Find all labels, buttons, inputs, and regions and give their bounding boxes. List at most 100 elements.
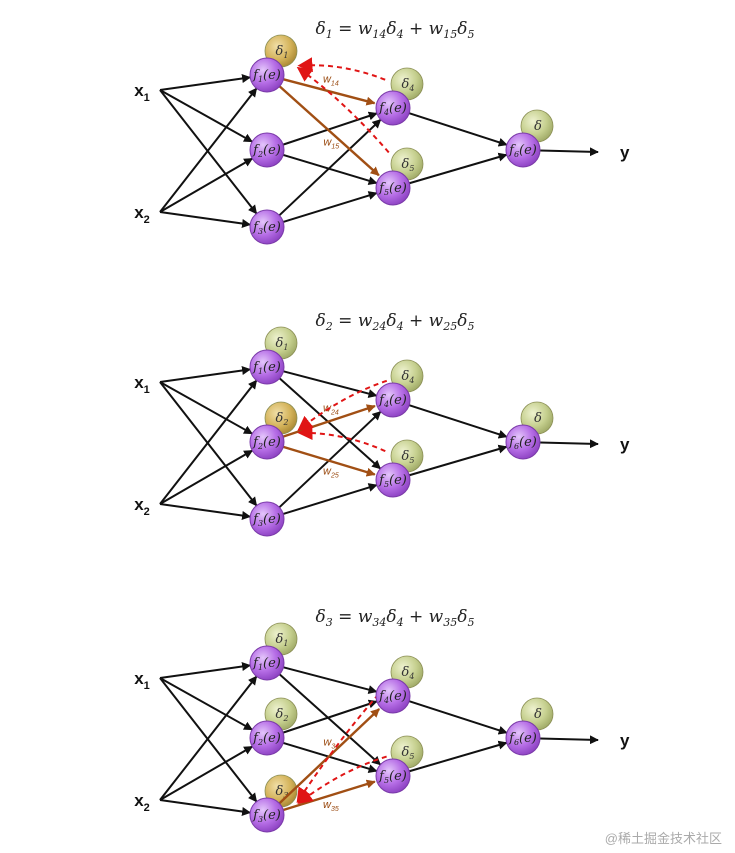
- neuron-n6: [505, 132, 541, 168]
- backprop-arrow-n5: [297, 755, 387, 805]
- neuron-n3: [249, 501, 285, 537]
- delta-label-n1: δ1: [276, 632, 289, 648]
- input-label-x1: x1: [134, 81, 150, 104]
- input-label-x2: x2: [134, 203, 150, 226]
- edge-x1-n1: [159, 366, 252, 383]
- neuron-n1: [249, 57, 285, 93]
- neuron-n5: [375, 758, 411, 794]
- edge-n3-n5: [282, 191, 378, 223]
- neuron-n2: [249, 132, 285, 168]
- edge-x1-n1: [159, 74, 252, 91]
- neuron-label-n6: f6(e): [508, 143, 537, 159]
- backprop-arrow-n4: [296, 680, 392, 804]
- neuron-n2: [249, 424, 285, 460]
- output-label: y: [620, 143, 630, 162]
- edge-x2-n2: [159, 745, 254, 801]
- edge-n4-n6: [408, 112, 508, 147]
- edge-n2-n4: [282, 111, 378, 146]
- neuron-n1: [249, 645, 285, 681]
- edge-x1-n2: [159, 677, 253, 731]
- neuron-n5: [375, 170, 411, 206]
- watermark: @稀土掘金技术社区: [605, 831, 722, 846]
- edge-n2-n4: [282, 699, 378, 734]
- delta-label-n5: δ5: [402, 449, 415, 465]
- edge-n5-n6: [409, 152, 508, 185]
- neuron-label-n2: f2(e): [252, 143, 281, 159]
- weight-label-w34: w34: [323, 736, 339, 750]
- edge-x2-n2: [159, 449, 254, 505]
- backprop-arrow-n4: [297, 57, 386, 81]
- edge-n3-n4: [278, 118, 382, 217]
- delta-label-n5: δ5: [402, 745, 415, 761]
- weight-label-w15: w15: [323, 137, 339, 151]
- weight-label-w25: w25: [323, 465, 339, 479]
- input-label-x2: x2: [134, 791, 150, 814]
- edge-x1-n2: [159, 89, 253, 143]
- edge-n4-n6: [408, 700, 508, 735]
- delta-label-n1: δ1: [276, 336, 289, 352]
- edge-n1-n4: [283, 666, 378, 694]
- weight-label-w14: w14: [323, 74, 339, 88]
- weight-label-w35: w35: [323, 799, 339, 813]
- edge-n5-n6: [409, 740, 508, 773]
- neuron-label-n4: f4(e): [378, 689, 407, 705]
- input-label-x1: x1: [134, 373, 150, 396]
- neuron-n5: [375, 462, 411, 498]
- edge-x2-n1: [159, 87, 258, 213]
- edge-x1-n2: [159, 381, 253, 435]
- neuron-label-n3: f3(e): [252, 512, 281, 528]
- edge-x2-n1: [159, 379, 258, 505]
- delta-label-n5: δ5: [402, 157, 415, 173]
- neuron-n1: [249, 349, 285, 385]
- neuron-label-n1: f1(e): [252, 360, 281, 376]
- neuron-n4: [375, 90, 411, 126]
- panel-1: δ1 = w14δ4 + w15δ5x1x2yδ1δ4δ5δw14w15f1(e…: [134, 19, 630, 245]
- neuron-n6: [505, 424, 541, 460]
- edge-x2-n1: [159, 675, 258, 801]
- neuron-label-n5: f5(e): [378, 473, 407, 489]
- edge-n1-n5: [278, 673, 382, 766]
- delta-label-n2: δ2: [276, 707, 289, 723]
- delta-label-n6: δ: [534, 119, 542, 134]
- neuron-label-n6: f6(e): [508, 731, 537, 747]
- input-label-x2: x2: [134, 495, 150, 518]
- edge-n6-y: [539, 735, 599, 745]
- neuron-label-n6: f6(e): [508, 435, 537, 451]
- edge-n6-y: [539, 147, 599, 157]
- neuron-label-n3: f3(e): [252, 808, 281, 824]
- edge-x2-n3: [159, 799, 252, 816]
- neuron-n4: [375, 678, 411, 714]
- edge-n4-n6: [408, 404, 508, 439]
- neuron-n3: [249, 209, 285, 245]
- edge-n3-n4: [278, 410, 382, 509]
- delta-equation: δ3 = w34δ4 + w35δ5: [316, 607, 475, 629]
- weight-edge-n3-n4: [278, 708, 381, 805]
- edge-x1-n1: [159, 662, 252, 679]
- edge-n1-n5: [278, 377, 382, 470]
- neuron-n2: [249, 720, 285, 756]
- edge-n5-n6: [409, 444, 508, 477]
- delta-label-n2: δ2: [276, 411, 289, 427]
- delta-label-n4: δ4: [402, 665, 415, 681]
- neuron-label-n1: f1(e): [252, 68, 281, 84]
- output-label: y: [620, 435, 630, 454]
- neuron-label-n5: f5(e): [378, 181, 407, 197]
- delta-label-n4: δ4: [402, 77, 415, 93]
- neuron-n4: [375, 382, 411, 418]
- edge-x2-n3: [159, 211, 252, 228]
- delta-label-n1: δ1: [276, 44, 289, 60]
- delta-label-n4: δ4: [402, 369, 415, 385]
- panel-3: δ3 = w34δ4 + w35δ5x1x2yδ1δ2δ3δ4δ5δw34w35…: [134, 607, 630, 833]
- backprop-arrow-n4: [297, 379, 388, 431]
- neuron-label-n4: f4(e): [378, 393, 407, 409]
- backprop-arrow-n5: [296, 66, 390, 154]
- neuron-label-n5: f5(e): [378, 769, 407, 785]
- weight-edge-n1-n5: [278, 85, 380, 177]
- neuron-n6: [505, 720, 541, 756]
- weight-edge-n3-n5: [282, 779, 376, 812]
- neuron-label-n4: f4(e): [378, 101, 407, 117]
- neuron-label-n2: f2(e): [252, 731, 281, 747]
- neuron-label-n2: f2(e): [252, 435, 281, 451]
- weight-edge-n2-n5: [282, 445, 376, 477]
